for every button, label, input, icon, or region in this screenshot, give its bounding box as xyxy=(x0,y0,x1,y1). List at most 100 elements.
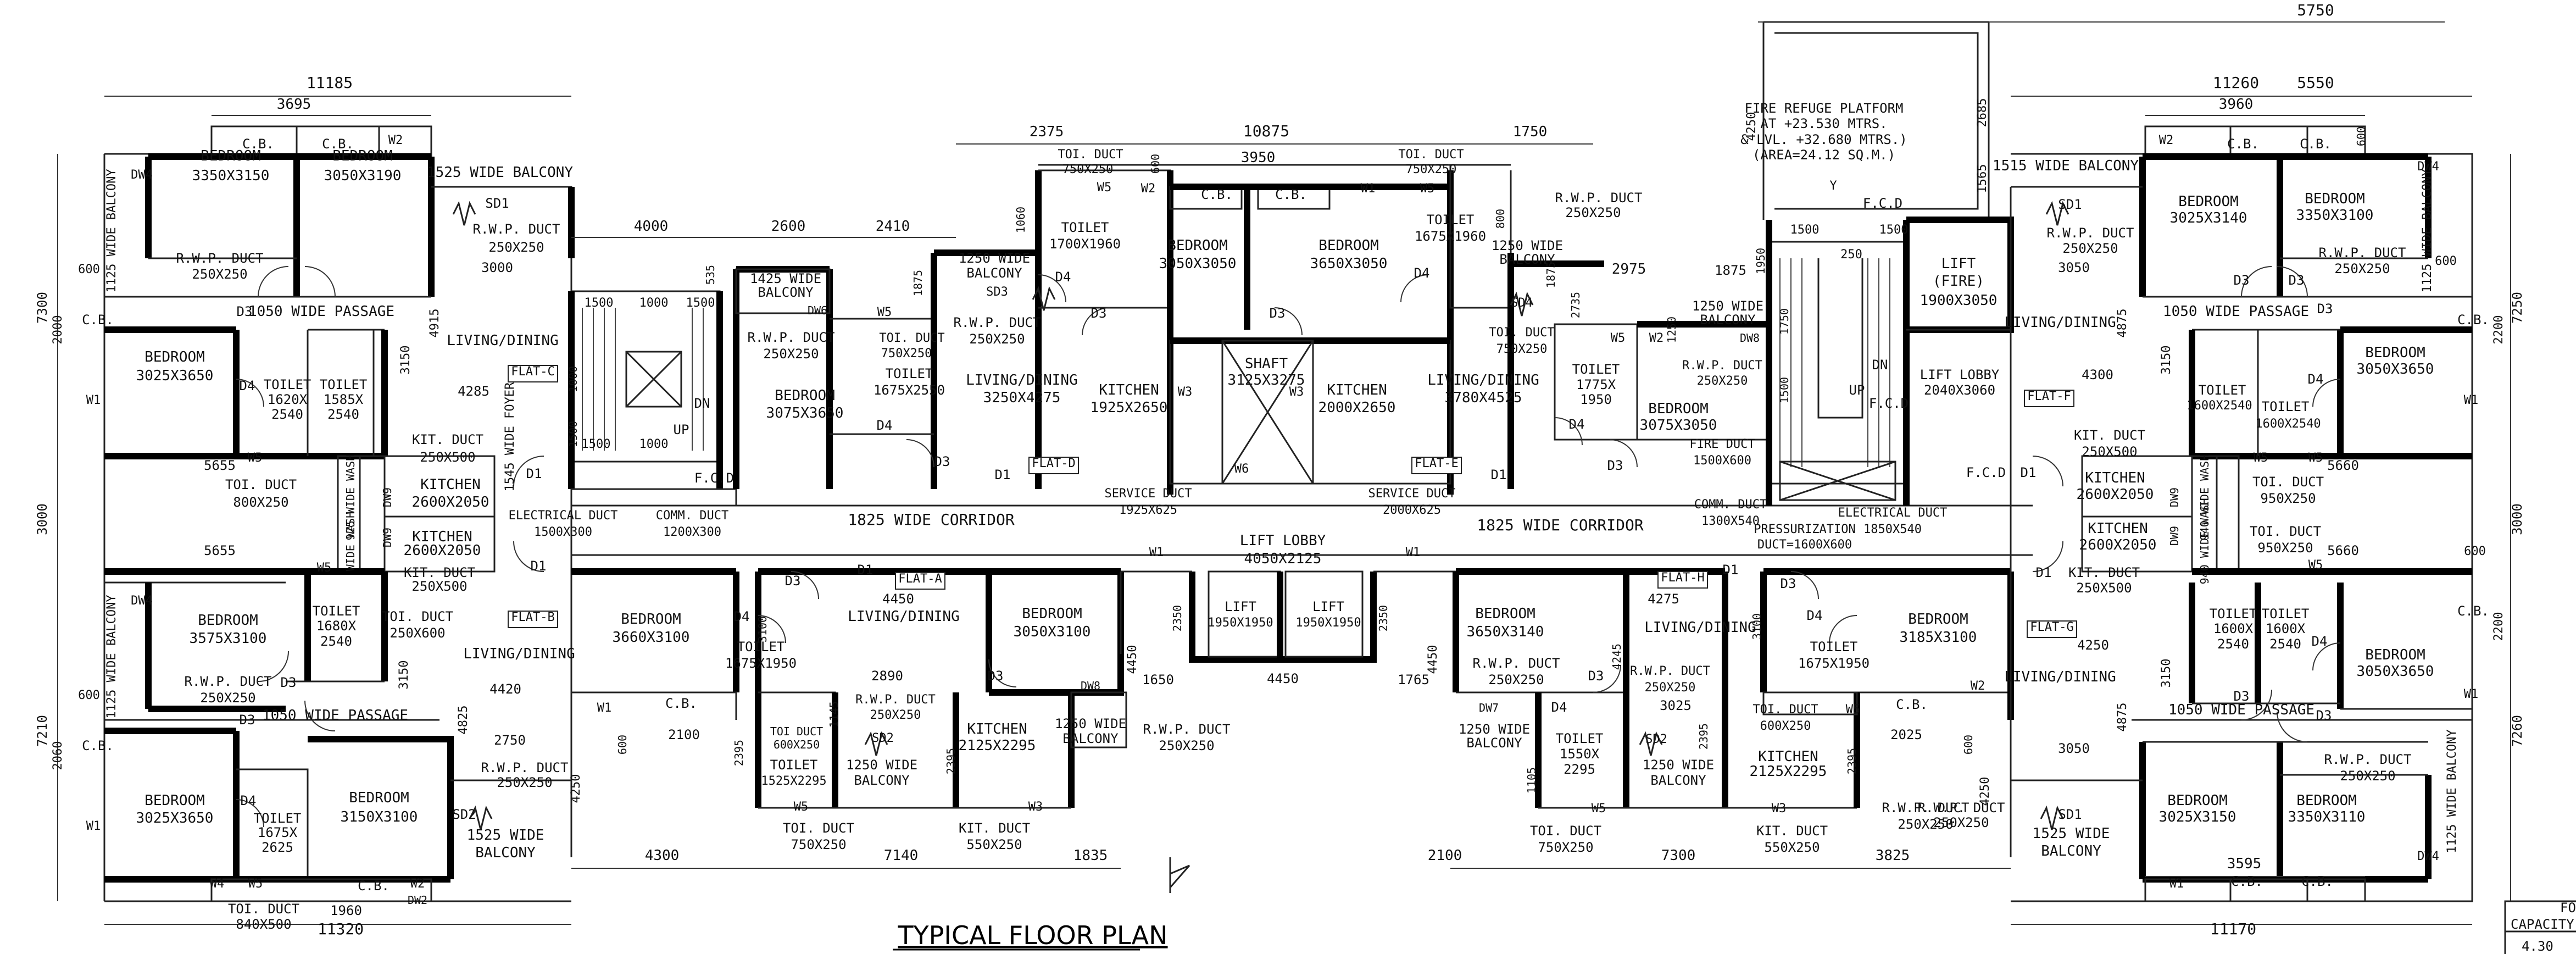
plan-label-flatb: FLAT-B xyxy=(511,611,554,624)
plan-label-w1b: W1 xyxy=(86,819,101,833)
plan-label-cb10: C.B. xyxy=(2457,312,2489,328)
plan-label-d3n: D3 xyxy=(988,668,1004,684)
plan-label-3000a: 3000 xyxy=(481,260,513,275)
plan-label-7250: 7250 xyxy=(2510,292,2525,324)
plan-label-bed17d: 3660X3100 xyxy=(613,629,690,646)
plan-label-rwp1: R.W.P. DUCT xyxy=(473,221,560,237)
plan-label-sd2a: SD2 xyxy=(452,807,476,822)
plan-label-1875c: 1875 xyxy=(1715,263,1746,278)
plan-label-kitduct2d: 250X500 xyxy=(411,579,467,594)
plan-label-flatf: FLAT-F xyxy=(2027,390,2071,403)
plan-label-5660a: 5660 xyxy=(2327,458,2359,473)
plan-label-w1a: W1 xyxy=(86,393,101,407)
plan-label-wash1: 925 WIDE WASH xyxy=(344,454,357,541)
plan-label-toi5d: 1675X2550 xyxy=(873,382,945,398)
plan-label-d3d: D3 xyxy=(934,454,950,469)
plan-label-rwp15d: 250X250 xyxy=(1488,672,1544,687)
plan-label-corr1: 1825 WIDE CORRIDOR xyxy=(848,511,1015,529)
plan-label-d4f: D4 xyxy=(1569,417,1585,432)
plan-label-2000a: 2000 xyxy=(51,315,65,345)
plan-label-4825: 4825 xyxy=(457,706,470,735)
plan-label-bal7: 1515 WIDE BALCONY xyxy=(1993,158,2139,174)
plan-label-toi16e: 2295 xyxy=(1564,762,1595,777)
plan-label-bed3: BEDROOM xyxy=(144,349,205,365)
plan-label-toi4e: 2625 xyxy=(262,840,293,855)
plan-label-toiduct7: TOI. DUCT xyxy=(1489,326,1554,340)
plan-label-4300b: 4300 xyxy=(645,847,680,864)
plan-label-toiduct6d: 750X250 xyxy=(1406,163,1457,176)
plan-label-kitchen7: KITCHEN xyxy=(967,721,1027,737)
plan-label-w3b: W3 xyxy=(1289,385,1304,399)
plan-label-kitchen1: KITCHEN xyxy=(420,476,481,493)
plan-label-535: 535 xyxy=(704,265,717,285)
plan-label-rwp16d: 250X250 xyxy=(1645,681,1696,695)
plan-label-bal10: 1250 WIDE xyxy=(1055,716,1126,731)
plan-label-bal5b: BALCONY xyxy=(1499,252,1555,267)
plan-label-bed6d: 3150X3100 xyxy=(341,809,418,825)
plan-label-dn2: DN xyxy=(1872,357,1888,373)
plan-label-flatd: FLAT-D xyxy=(1032,457,1075,470)
plan-label-kitduct5d: 550X250 xyxy=(966,837,1022,852)
plan-label-4450b: 4450 xyxy=(1126,645,1139,674)
plan-label-1145: 1145 xyxy=(827,701,841,728)
plan-label-2735: 2735 xyxy=(1569,292,1582,318)
plan-label-4275: 4275 xyxy=(1648,591,1679,607)
plan-label-600d: 600 xyxy=(2355,126,2368,146)
plan-label-600f: 600 xyxy=(2464,545,2486,558)
plan-label-5655b: 5655 xyxy=(204,543,236,558)
plan-label-bed12d: 3350X3100 xyxy=(2296,207,2374,224)
plan-label-d3h: D3 xyxy=(2234,273,2250,288)
plan-label-bed10: BEDROOM xyxy=(1648,401,1709,417)
plan-label-250a: 250 xyxy=(1840,248,1862,262)
plan-label-toi1d: 1620X xyxy=(268,392,308,407)
plan-label-bed10d: 3075X3050 xyxy=(1640,417,1717,434)
plan-label-toi9: TOILET xyxy=(2199,382,2246,398)
plan-label-cb8: C.B. xyxy=(2227,136,2259,152)
plan-label-7300b: 7300 xyxy=(1661,847,1696,864)
plan-label-1250a: 1250 xyxy=(1665,317,1678,343)
plan-label-toiduct10d: 600X250 xyxy=(774,738,820,751)
plan-label-sd2c: SD2 xyxy=(1645,733,1667,746)
plan-label-toi8e: 1950 xyxy=(1580,392,1612,407)
plan-label-bed18: BEDROOM xyxy=(1022,606,1082,622)
plan-label-bal12b: BALCONY xyxy=(1650,773,1706,788)
plan-label-bed19d: 3650X3140 xyxy=(1467,624,1544,640)
plan-label-w2b: W2 xyxy=(410,877,425,891)
plan-label-sd4: SD4 xyxy=(1511,296,1533,310)
plan-label-pressd: DUCT=1600X600 xyxy=(1757,538,1852,552)
plan-label-toi14: TOILET xyxy=(770,757,818,773)
plan-label-bed1d: 3350X3150 xyxy=(192,168,270,184)
plan-label-1875a: 1875 xyxy=(911,270,925,296)
plan-label-shaft: SHAFT xyxy=(1245,356,1288,372)
plan-label-w2e: W2 xyxy=(2159,134,2174,147)
plan-label-kitchen7d: 2125X2295 xyxy=(959,737,1036,754)
right-wing-walls xyxy=(2010,125,2473,902)
plan-label-d3g: D3 xyxy=(1607,458,1623,473)
plan-label-toiduct1: TOI. DUCT xyxy=(225,477,297,492)
plan-label-bal10b: BALCONY xyxy=(1062,731,1119,746)
plan-label-7260: 7260 xyxy=(2510,715,2525,747)
plan-label-d1b: D1 xyxy=(531,558,547,574)
plan-label-fcd2: F.C.D xyxy=(1863,196,1902,211)
plan-label-1650: 1650 xyxy=(1142,672,1174,687)
plan-label-dw8a: DW8 xyxy=(1740,331,1760,345)
plan-label-1000b: 1000 xyxy=(566,366,580,392)
plan-label-7140: 7140 xyxy=(884,847,919,864)
plan-label-rwp1d: 250X250 xyxy=(488,240,544,255)
plan-label-w1d: W1 xyxy=(2464,393,2479,407)
plan-label-liftlob1: LIFT LOBBY xyxy=(1920,367,2000,382)
plan-label-toi12e: 2540 xyxy=(2269,636,2301,652)
plan-label-toi3e: 2540 xyxy=(320,634,352,649)
plan-label-kitduct3d: 250X500 xyxy=(2082,444,2137,459)
plan-label-lift1b: (FIRE) xyxy=(1933,273,1984,290)
plan-label-servduct1: SERVICE DUCT xyxy=(1105,487,1192,501)
plan-label-w3a: W3 xyxy=(1178,385,1193,399)
plan-label-d3i: D3 xyxy=(2289,273,2305,288)
plan-label-bal8: 1525 WIDE xyxy=(2033,825,2110,842)
plan-label-kitchen5d: 2600X2050 xyxy=(2077,486,2154,503)
plan-label-w3c: W3 xyxy=(1028,800,1043,814)
plan-label-d4k: D4 xyxy=(1551,700,1567,715)
plan-label-sd1a: SD1 xyxy=(485,196,509,211)
plan-label-toi8d: 1775X xyxy=(1576,377,1616,392)
plan-label-3695: 3695 xyxy=(277,96,311,113)
